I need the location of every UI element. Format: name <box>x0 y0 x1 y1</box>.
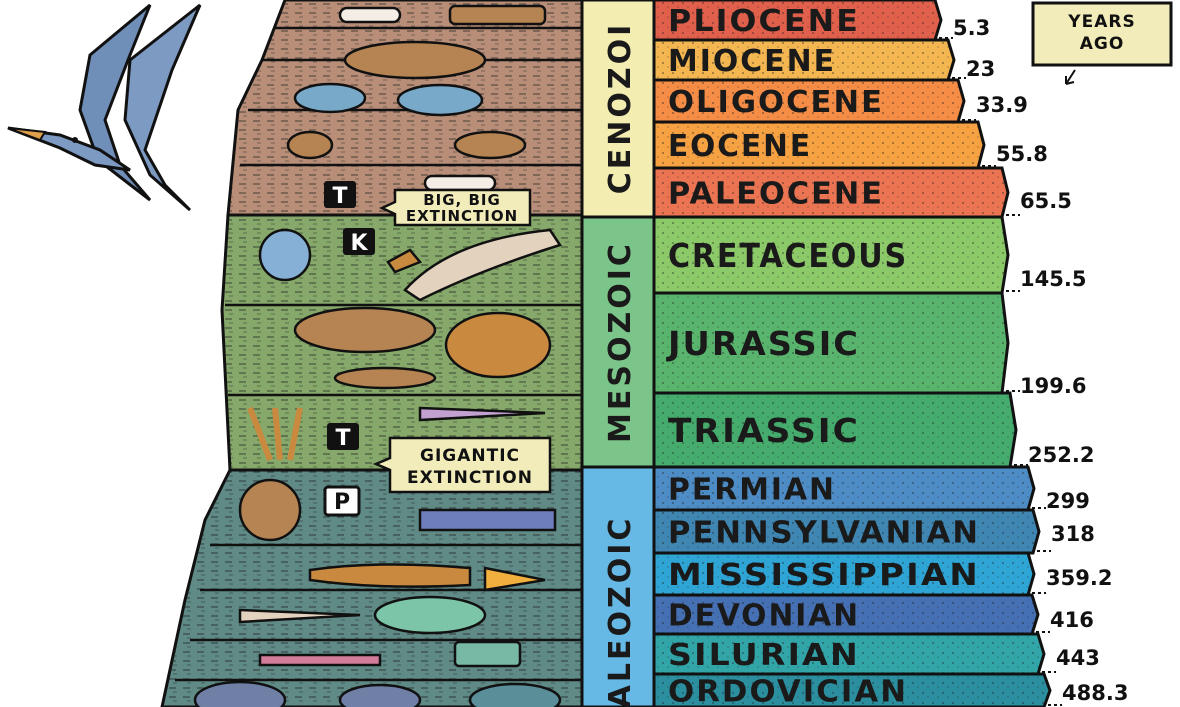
marker-letter: P <box>334 490 350 515</box>
pterosaur-illustration <box>8 5 200 210</box>
boundary-age-permian: 299 <box>1046 489 1090 513</box>
period-label-eocene: EOCENE <box>668 129 812 164</box>
period-label-devonian: DEVONIAN <box>668 598 860 633</box>
boundary-age-devonian: 416 <box>1050 608 1094 632</box>
extinction-marker-t-upper: T <box>324 181 356 209</box>
era-label-paleozoic: ALEOZOIC <box>603 516 638 707</box>
callout-line: EXTINCTION <box>407 468 533 488</box>
years-ago-box: YEARS AGO <box>1033 3 1171 84</box>
extinction-marker-p: P <box>325 487 359 515</box>
period-label-miocene: MIOCENE <box>668 44 836 79</box>
boundary-age-cretaceous: 145.5 <box>1020 267 1086 291</box>
boundary-age-miocene: 23 <box>966 57 995 81</box>
period-label-oligocene: OLIGOCENE <box>668 85 884 120</box>
period-label-mississippian: MISSISSIPPIAN <box>668 558 980 593</box>
extinction-marker-k: K <box>343 228 375 256</box>
boundary-age-oligocene: 33.9 <box>976 93 1028 117</box>
callout-big-big-extinction: BIG, BIG EXTINCTION <box>382 190 530 225</box>
period-label-paleocene: PALEOCENE <box>668 176 884 211</box>
extinction-marker-t-lower: T <box>327 423 359 451</box>
boundary-age-triassic: 252.2 <box>1028 443 1094 467</box>
era-label-mesozoic: MESOZOIC <box>603 241 638 443</box>
period-label-pennsylvanian: PENNSYLVANIAN <box>668 515 980 550</box>
period-label-ordovician: ORDOVICIAN <box>668 674 908 707</box>
boundary-age-paleocene: 65.5 <box>1020 189 1072 213</box>
boundary-age-jurassic: 199.6 <box>1020 374 1086 398</box>
years-ago-line: YEARS <box>1067 12 1135 32</box>
marker-letter: T <box>335 426 350 451</box>
era-column: CENOZOI MESOZOIC ALEOZOIC <box>582 0 654 707</box>
callout-line: GIGANTIC <box>420 446 520 466</box>
boundary-age-eocene: 55.8 <box>996 142 1048 166</box>
boundary-age-pliocene: 5.3 <box>953 16 990 40</box>
boundary-age-silurian: 443 <box>1056 646 1100 670</box>
callout-line: EXTINCTION <box>406 207 518 225</box>
pointer-arrow-icon <box>1066 70 1075 84</box>
period-label-cretaceous: CRETACEOUS <box>668 236 908 275</box>
rock-strata-column <box>162 0 582 707</box>
marker-letter: K <box>350 231 368 256</box>
years-ago-line: AGO <box>1080 34 1125 54</box>
boundary-age-mississippian: 359.2 <box>1046 566 1112 590</box>
boundary-age-pennsylvanian: 318 <box>1051 522 1095 546</box>
period-label-triassic: TRIASSIC <box>668 411 860 450</box>
period-label-pliocene: PLIOCENE <box>668 4 860 39</box>
period-label-silurian: SILURIAN <box>668 638 860 673</box>
era-label-cenozoic: CENOZOI <box>603 22 638 195</box>
boundary-age-ordovician: 488.3 <box>1062 681 1128 705</box>
callout-gigantic-extinction: GIGANTIC EXTINCTION <box>376 438 550 492</box>
marker-letter: T <box>332 184 347 209</box>
period-label-permian: PERMIAN <box>668 472 836 507</box>
period-label-jurassic: JURASSIC <box>666 324 860 363</box>
